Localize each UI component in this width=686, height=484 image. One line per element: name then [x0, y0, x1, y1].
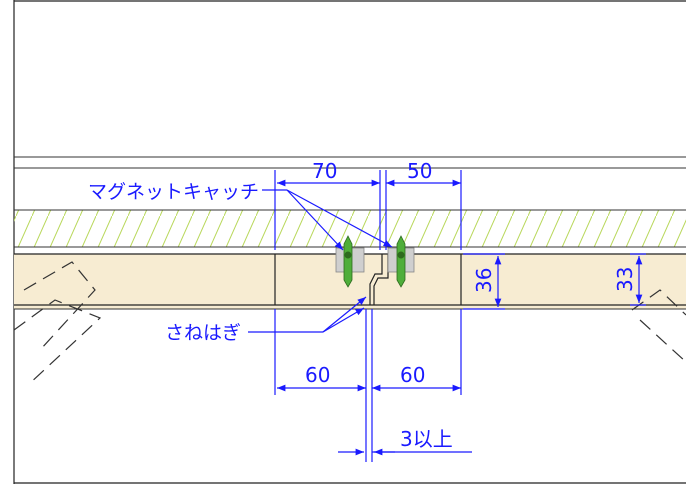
- tongue-groove-callout: さねはぎ: [165, 296, 367, 344]
- dim-60-right: 60: [400, 363, 425, 387]
- bottom-dimensions: 60 60: [274, 309, 462, 462]
- dim-60-left: 60: [305, 363, 330, 387]
- tongue-groove-joint: [369, 254, 383, 305]
- dim-50: 50: [407, 159, 432, 183]
- dim-36: 36: [472, 268, 496, 293]
- gap-dimension: 3以上: [338, 427, 472, 456]
- magnet-catch-right: [387, 235, 415, 288]
- magnet-catch-callout: マグネットキャッチ: [88, 181, 393, 251]
- magnet-catch-left: [335, 235, 365, 288]
- top-dimensions: 70 50: [274, 159, 462, 250]
- dim-70: 70: [312, 159, 337, 183]
- gap-label: 3以上: [400, 427, 453, 451]
- dim-33: 33: [613, 267, 637, 292]
- magnet-catch-label: マグネットキャッチ: [88, 181, 259, 203]
- tongue-groove-label: さねはぎ: [165, 322, 241, 344]
- upper-panel: [14, 156, 686, 169]
- thickness-dimension-center: 36: [463, 253, 505, 310]
- left-swing-lines: [13, 261, 102, 386]
- thickness-dimension-right: 33: [613, 253, 646, 306]
- right-swing-lines: [631, 289, 686, 363]
